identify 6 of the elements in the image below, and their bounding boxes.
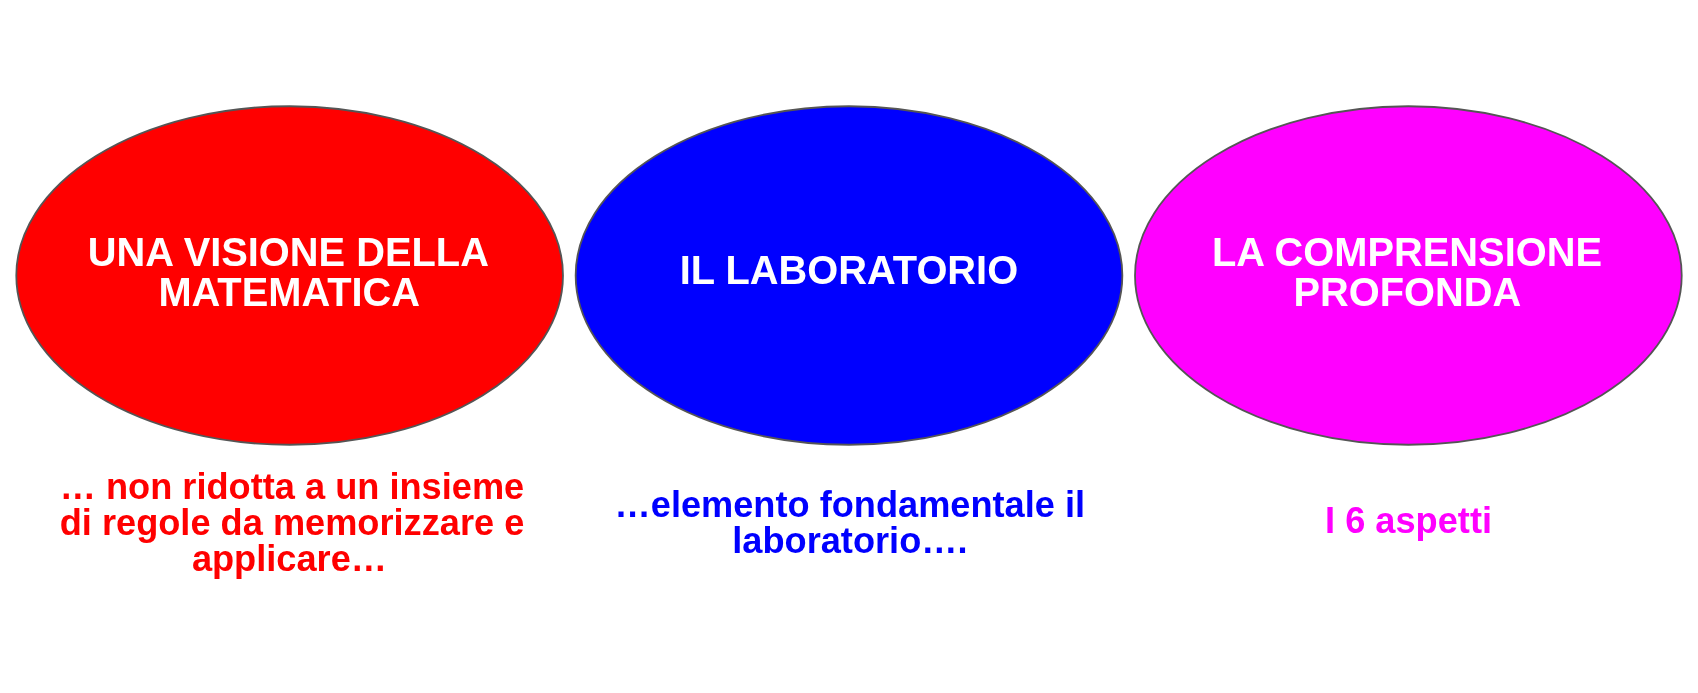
node-ellipse: LA COMPRENSIONE PROFONDA	[1134, 104, 1683, 446]
node-ellipse: IL LABORATORIO	[574, 104, 1124, 446]
node-label: I 6 aspetti	[1325, 499, 1493, 541]
node-label: … non ridotta a un insieme di regole da memorizzare e applicare…	[59, 465, 525, 579]
node-label: …elemento fondamentale il laboratorio….	[614, 483, 1086, 561]
node-ellipse: UNA VISIONE DELLA MATEMATICA	[15, 104, 564, 446]
